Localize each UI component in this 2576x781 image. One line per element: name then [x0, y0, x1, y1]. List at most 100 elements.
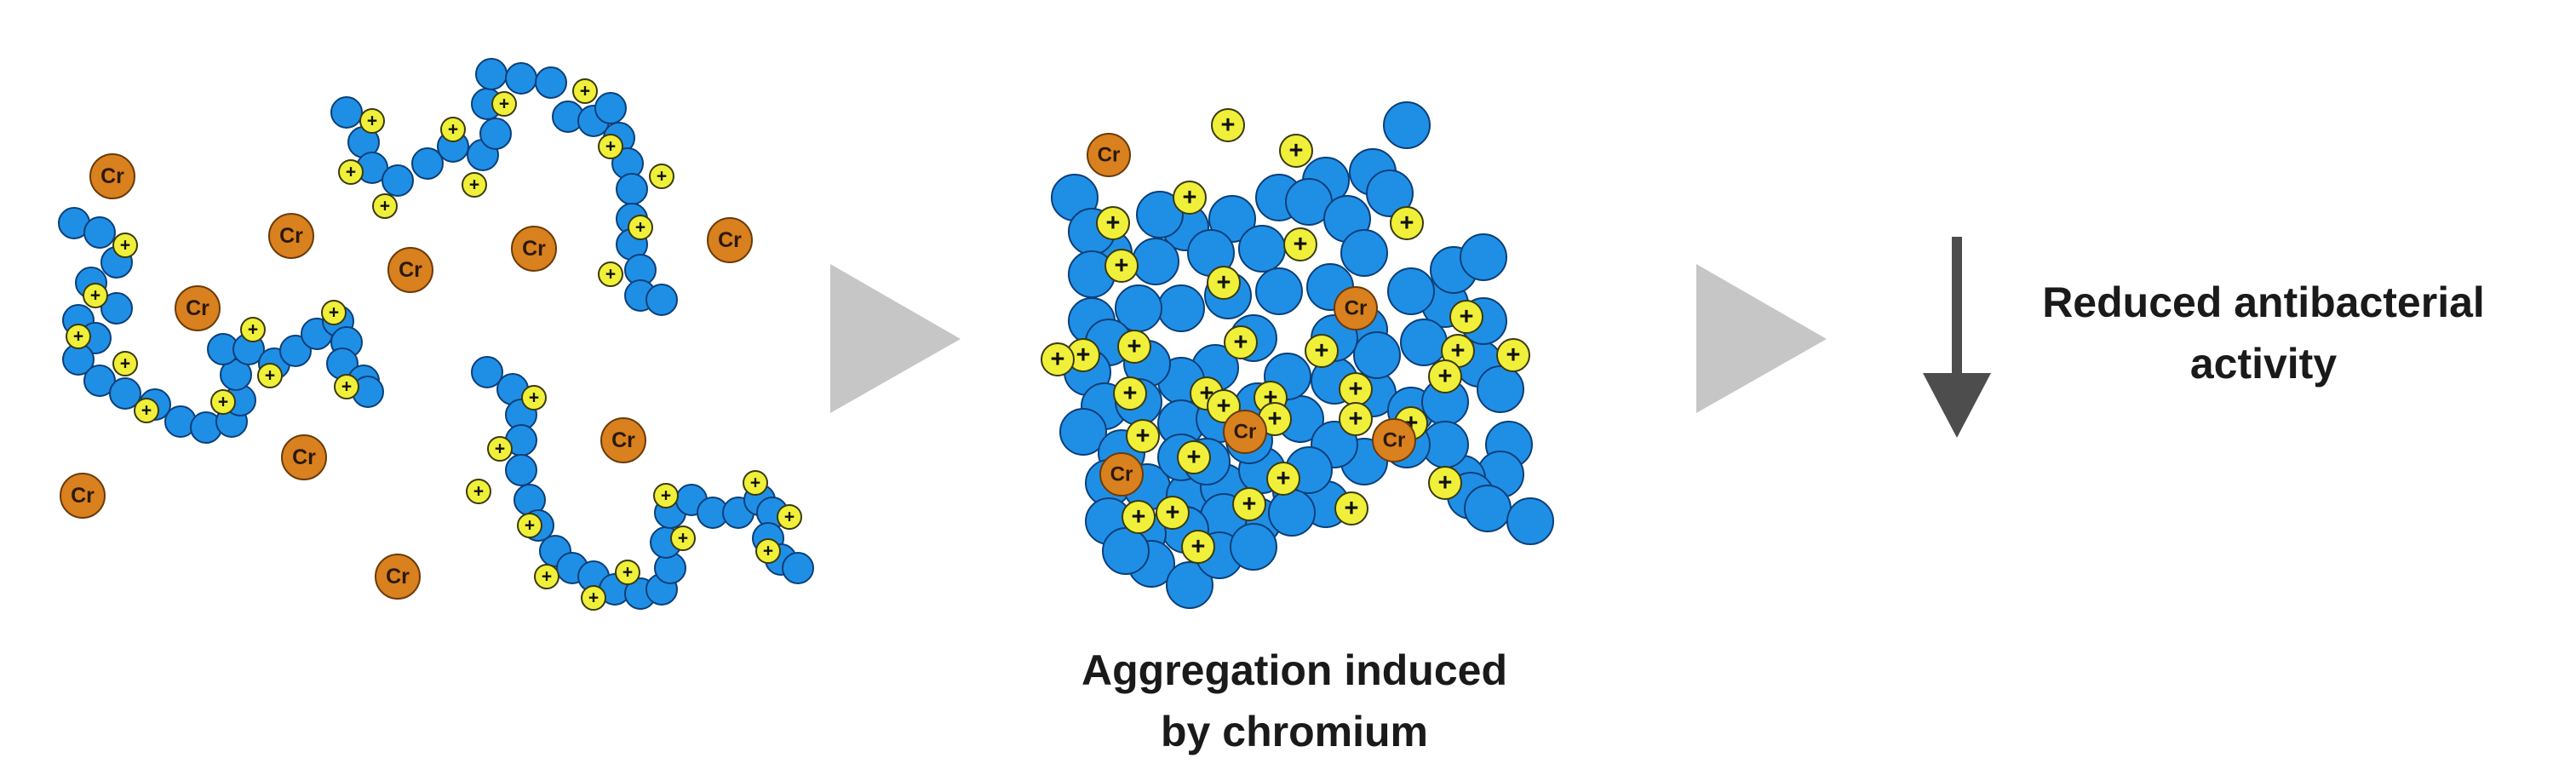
chromium-ion-icon: Cr [1099, 452, 1144, 497]
plus-sign: + [678, 529, 688, 548]
result-label-line1: Reduced antibacterial [2042, 279, 2485, 326]
plus-sign: + [1123, 380, 1138, 407]
chromium-symbol: Cr [279, 224, 303, 248]
chromium-ion-icon: Cr [375, 554, 421, 600]
plus-sign: + [657, 167, 667, 187]
free-peptides-group: +++++++++++++++++++++++++++++++++CrCrCrC… [58, 58, 814, 611]
plus-sign: + [1315, 337, 1329, 365]
plus-sign: + [1438, 363, 1453, 390]
peptide-bead [1238, 225, 1286, 273]
chromium-symbol: Cr [100, 164, 124, 188]
positive-charge-icon: + [1224, 325, 1258, 359]
chromium-symbol: Cr [718, 228, 742, 252]
positive-charge-icon: + [1232, 487, 1266, 521]
positive-charge-icon: + [1258, 402, 1292, 436]
positive-charge-icon: + [755, 538, 781, 564]
plus-sign: + [341, 377, 352, 397]
peptide-bead [535, 66, 567, 99]
peptide-bead [594, 92, 627, 124]
plus-sign: + [1400, 210, 1414, 237]
positive-charge-icon: + [1428, 359, 1462, 393]
plus-sign: + [1268, 405, 1282, 433]
chromium-symbol: Cr [522, 237, 546, 261]
positive-charge-icon: + [210, 389, 236, 415]
plus-sign: + [542, 567, 552, 587]
peptide-bead [279, 335, 312, 367]
plus-sign: + [1451, 337, 1466, 365]
plus-sign: + [1115, 252, 1129, 279]
positive-charge-icon: + [1279, 134, 1313, 168]
positive-charge-icon: + [462, 172, 487, 198]
peptide-bead [1208, 195, 1256, 243]
plus-sign: + [499, 95, 509, 114]
plus-sign: + [380, 197, 390, 216]
plus-sign: + [1460, 303, 1474, 330]
plus-sign: + [1289, 137, 1304, 164]
positive-charge-icon: + [1334, 491, 1368, 525]
chromium-ion-icon: Cr [1334, 286, 1378, 330]
positive-charge-icon: + [628, 215, 653, 240]
chromium-symbol: Cr [1234, 421, 1257, 444]
positive-charge-icon: + [1156, 496, 1190, 530]
peptide-bead [411, 147, 444, 180]
chromium-symbol: Cr [186, 296, 209, 320]
peptide-bead [1102, 527, 1150, 575]
plus-sign: + [763, 542, 773, 561]
peptide-bead [1059, 408, 1107, 456]
positive-charge-icon: + [653, 483, 679, 508]
chromium-ion-icon: Cr [60, 473, 106, 519]
positive-charge-icon: + [1211, 108, 1245, 142]
plus-sign: + [90, 286, 100, 306]
chromium-ion-icon: Cr [707, 217, 753, 263]
plus-sign: + [1438, 469, 1453, 497]
plus-sign: + [1277, 465, 1291, 492]
positive-charge-icon: + [615, 560, 640, 585]
plus-sign: + [448, 120, 458, 140]
positive-charge-icon: + [1283, 227, 1317, 261]
positive-charge-icon: + [1117, 330, 1151, 364]
positive-charge-icon: + [1339, 372, 1373, 406]
peptide-bead [1477, 365, 1524, 413]
plus-sign: + [1217, 393, 1231, 420]
positive-charge-icon: + [321, 300, 347, 325]
positive-charge-icon: + [359, 108, 385, 134]
labels-group: Aggregation induced by chromium Reduced … [1081, 279, 2485, 755]
down-arrow-shaft [1952, 237, 1962, 380]
plus-sign: + [1183, 184, 1197, 211]
plus-sign: + [588, 589, 599, 608]
plus-sign: + [346, 163, 356, 182]
plus-sign: + [1242, 491, 1257, 518]
peptide-bead [100, 292, 133, 324]
plus-sign: + [248, 320, 258, 340]
plus-sign: + [622, 563, 633, 583]
peptide-bead [109, 377, 141, 410]
peptide-bead [645, 284, 678, 316]
process-arrow-1 [830, 264, 961, 413]
plus-sign: + [1349, 376, 1363, 403]
peptide-bead [220, 359, 252, 391]
peptide-bead [1464, 485, 1512, 532]
positive-charge-icon: + [1496, 338, 1530, 372]
aggregation-label-line1: Aggregation induced [1081, 646, 1507, 694]
positive-charge-icon: + [1339, 402, 1373, 436]
plus-sign: + [1132, 503, 1146, 531]
positive-charge-icon: + [1441, 334, 1475, 368]
plus-sign: + [525, 516, 535, 536]
plus-sign: + [1127, 333, 1142, 360]
positive-charge-icon: + [338, 159, 364, 185]
plus-sign: + [1349, 405, 1363, 433]
plus-sign: + [635, 218, 645, 238]
plus-sign: + [1051, 346, 1065, 373]
peptide-bead [330, 96, 363, 129]
positive-charge-icon: + [598, 261, 623, 287]
positive-charge-icon: + [743, 470, 768, 496]
chromium-ion-icon: Cr [1372, 418, 1416, 462]
plus-sign: + [329, 303, 339, 323]
positive-charge-icon: + [440, 117, 466, 142]
chromium-symbol: Cr [1345, 297, 1368, 320]
positive-charge-icon: + [1126, 419, 1160, 453]
peptide-bead [1132, 238, 1179, 285]
positive-charge-icon: + [581, 585, 606, 611]
positive-charge-icon: + [1207, 266, 1241, 300]
positive-charge-icon: + [66, 324, 91, 349]
